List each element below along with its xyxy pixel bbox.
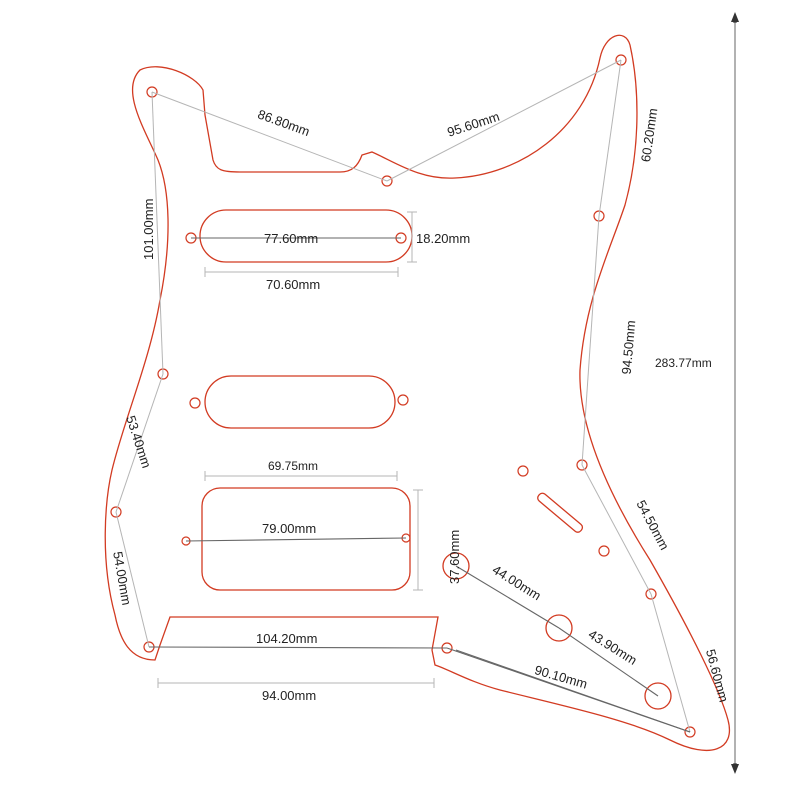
middle-pickup-cutout (204, 375, 396, 429)
label-neck-width: 70.60mm (266, 277, 320, 292)
label-bridge-width: 69.75mm (268, 459, 318, 473)
arrowhead (733, 18, 737, 23)
arrowhead (733, 763, 737, 768)
label-bottom-cutout: 94.00mm (262, 688, 316, 703)
volume-knob-hole (442, 552, 470, 580)
pickguard-outline (104, 34, 731, 752)
label-bridge-height: 37.60mm (447, 530, 462, 584)
screw-hole (381, 175, 393, 187)
label-left-top: 101.00mm (141, 199, 156, 260)
label-right-lower: 54.50mm (633, 498, 672, 553)
label-neck-screws: 77.60mm (264, 231, 318, 246)
screw-hole (397, 394, 409, 406)
overall-height-arrow (731, 12, 739, 774)
control-holes (442, 552, 672, 710)
label-right-mid: 94.50mm (619, 320, 639, 375)
dimension-labels: 86.80mm 95.60mm 60.20mm 94.50mm 54.50mm … (110, 106, 731, 703)
dimension-ticks (157, 211, 435, 688)
tone-knob-hole-2 (644, 682, 672, 710)
screw-hole (615, 54, 627, 66)
screw-hole (684, 726, 696, 738)
dim-line-dark (148, 646, 448, 649)
label-bridge-screws: 79.00mm (262, 521, 316, 536)
screw-hole (645, 588, 657, 600)
dim-line (115, 511, 150, 648)
label-knob2-knob3: 43.90mm (586, 626, 640, 667)
dim-line (151, 91, 388, 182)
dim-line-dark (185, 537, 407, 542)
screw-hole (517, 465, 529, 477)
label-right-upper: 60.20mm (638, 107, 660, 163)
dim-line (151, 91, 164, 375)
screw-hole (110, 506, 122, 518)
switch-slot (537, 492, 584, 533)
screw-hole (189, 397, 201, 409)
dim-line-dark (455, 649, 691, 733)
dim-line (598, 59, 622, 217)
dim-line-dark (455, 565, 560, 629)
dim-line (386, 59, 622, 182)
dim-line (581, 464, 652, 595)
perimeter-dimension-lines (115, 59, 691, 733)
dark-dimension-lines (148, 237, 691, 733)
dim-line-dark (558, 627, 659, 697)
screw-hole (598, 545, 610, 557)
label-knob1-knob2: 44.00mm (490, 562, 544, 603)
label-bottom-left: 104.20mm (256, 631, 317, 646)
label-left-mid: 53.40mm (123, 414, 154, 470)
dim-line (115, 373, 164, 513)
dim-line (650, 593, 691, 733)
tone-knob-hole-1 (545, 614, 573, 642)
label-left-lower: 54.00mm (110, 550, 134, 606)
label-overall-height: 283.77mm (655, 356, 712, 370)
label-top-right: 95.60mm (445, 109, 501, 140)
label-right-bottom: 56.60mm (703, 648, 732, 704)
label-neck-height: 18.20mm (416, 231, 470, 246)
dim-line (581, 215, 600, 466)
